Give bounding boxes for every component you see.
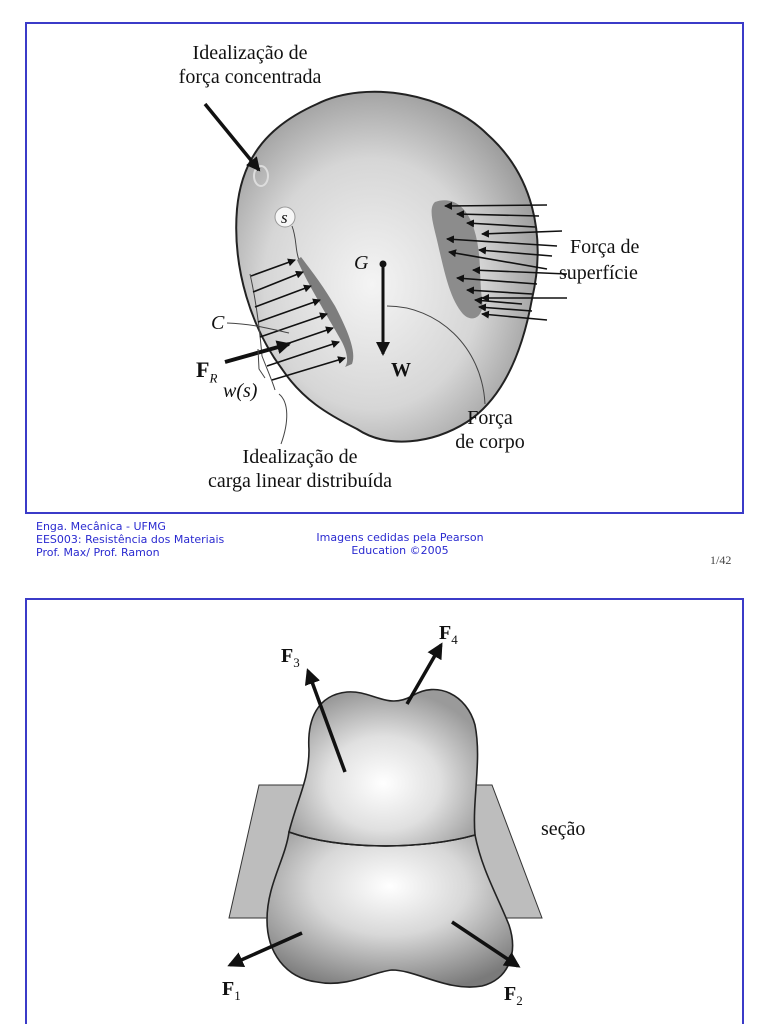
point-g-label: G bbox=[354, 252, 369, 274]
weight-label: W bbox=[391, 359, 411, 381]
body-lower-part bbox=[266, 830, 514, 988]
force-f2-arrow bbox=[451, 920, 521, 968]
concentrated-force-label-line2: força concentrada bbox=[178, 66, 322, 88]
slide-2-frame: seção F3 F4 F1 F2 bbox=[25, 598, 744, 1024]
force-f1-arrow bbox=[227, 931, 303, 968]
course-line: EES003: Resistência dos Materiais bbox=[36, 533, 225, 546]
load-function-label: w(s) bbox=[223, 380, 258, 402]
distributed-load-strip bbox=[297, 257, 354, 367]
force-f2-label: F2 bbox=[504, 983, 523, 1008]
course-line: Prof. Max/ Prof. Ramon bbox=[36, 546, 160, 559]
concentrated-force-arrow bbox=[203, 102, 261, 172]
force-f3-arrow bbox=[304, 668, 347, 773]
resultant-force-label: FR bbox=[196, 357, 218, 386]
surface-force-label-line1: Força de bbox=[570, 236, 640, 258]
course-info: Enga. Mecânica - UFMG EES003: Resistênci… bbox=[36, 520, 224, 559]
body-forces-diagram bbox=[203, 90, 568, 445]
section-label: seção bbox=[541, 818, 586, 840]
surface-force-arrows bbox=[444, 201, 568, 321]
force-f4-label: F4 bbox=[439, 622, 458, 647]
body-force-label-line2: de corpo bbox=[455, 431, 525, 453]
body-force-label-line1: Força bbox=[467, 407, 513, 429]
force-f4-arrow bbox=[405, 642, 443, 705]
force-f3-label: F3 bbox=[281, 645, 300, 670]
point-s-label: s bbox=[281, 208, 288, 227]
distributed-load-arrows bbox=[250, 258, 346, 381]
image-credit: Imagens cedidas pela Pearson Education ©… bbox=[300, 531, 500, 557]
resultant-force-arrow bbox=[224, 340, 291, 364]
concentrated-force-label-line1: Idealização de bbox=[192, 42, 308, 64]
body-shape bbox=[235, 90, 539, 443]
force-f1-label: F1 bbox=[222, 978, 241, 1003]
course-line: Enga. Mecânica - UFMG bbox=[36, 520, 166, 533]
body-upper-part bbox=[288, 688, 479, 847]
point-c-label: C bbox=[211, 312, 225, 334]
credit-line: Education ©2005 bbox=[351, 544, 449, 557]
distributed-load-label-line1: Idealização de bbox=[242, 446, 358, 468]
slide-1-frame: Idealização de força concentrada s G C F… bbox=[25, 22, 744, 514]
concentrated-force-spot bbox=[253, 165, 269, 187]
distributed-load-label-line2: carga linear distribuída bbox=[207, 470, 392, 492]
credit-line: Imagens cedidas pela Pearson bbox=[316, 531, 484, 544]
section-cut-diagram bbox=[227, 642, 543, 988]
surface-force-label-line2: superfície bbox=[559, 262, 638, 284]
page-number: 1/42 bbox=[710, 553, 732, 567]
point-s-marker bbox=[274, 206, 296, 228]
